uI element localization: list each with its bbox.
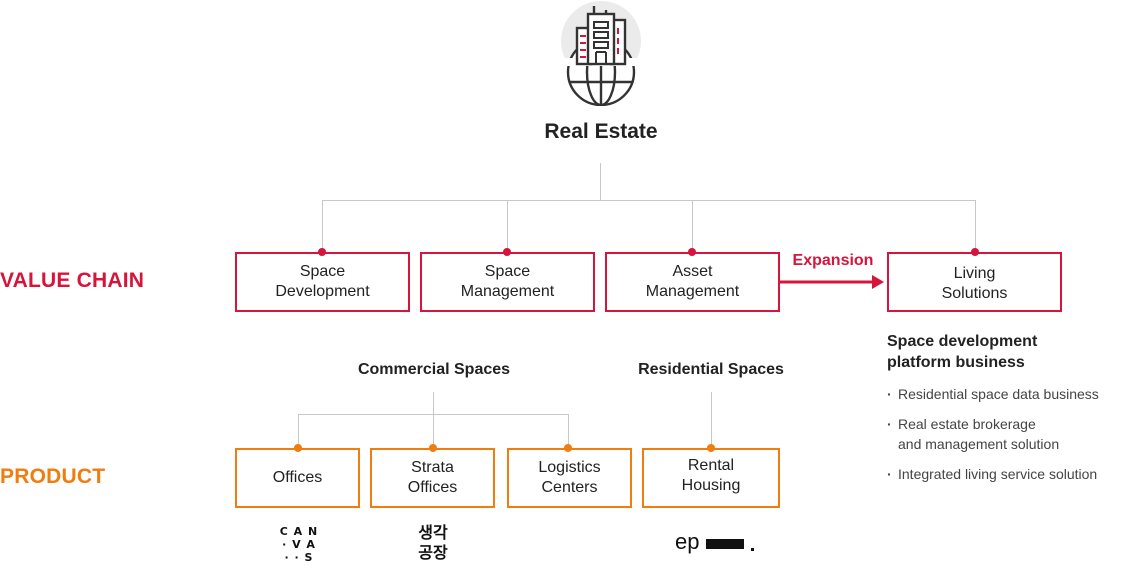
platform-item: Real estate brokerage and management sol…	[887, 414, 1099, 454]
real-estate-icon	[560, 0, 642, 107]
connector-offices	[298, 414, 299, 448]
dot-offices	[294, 444, 302, 452]
thinking-factory-logo: 생각 공장	[418, 523, 448, 562]
connector-strata-offices	[433, 414, 434, 448]
connector-space-management	[507, 200, 508, 252]
platform-item: Residential space data business	[887, 384, 1099, 404]
dot-asset-management	[688, 248, 696, 256]
connector-living-solutions	[975, 200, 976, 252]
expansion-label: Expansion	[792, 252, 874, 269]
dot-living-solutions	[971, 248, 979, 256]
connector-rental-housing	[711, 392, 712, 448]
connector-space-development	[322, 200, 323, 252]
root-title: Real Estate	[544, 120, 658, 143]
product-label: PRODUCT	[0, 465, 106, 488]
offices-box: Offices	[235, 448, 360, 508]
dot-logistics-centers	[564, 444, 572, 452]
rental-housing-box: Rental Housing	[642, 448, 780, 508]
ep-logo: ep	[675, 531, 755, 555]
platform-title: Space development platform business	[887, 333, 1038, 371]
root-connector	[600, 163, 601, 200]
living-solutions-box: Living Solutions	[887, 252, 1062, 312]
dot-space-development	[318, 248, 326, 256]
connector-asset-management	[692, 200, 693, 252]
expansion-arrow-icon	[780, 274, 886, 290]
logistics-centers-box: Logistics Centers	[507, 448, 632, 508]
residential-spaces-title: Residential Spaces	[638, 361, 784, 378]
connector-logistics-centers	[568, 414, 569, 448]
asset-management-box: Asset Management	[605, 252, 780, 312]
commercial-spaces-title: Commercial Spaces	[357, 361, 511, 378]
space-development-box: Space Development	[235, 252, 410, 312]
commercial-connector	[433, 392, 434, 414]
dot-space-management	[503, 248, 511, 256]
space-management-box: Space Management	[420, 252, 595, 312]
strata-offices-box: Strata Offices	[370, 448, 495, 508]
value-chain-bus	[322, 200, 975, 201]
canvas-logo: C A N · V A · · S	[279, 525, 319, 564]
platform-items-list: Residential space data business Real est…	[887, 384, 1099, 494]
dot-rental-housing	[707, 444, 715, 452]
platform-item: Integrated living service solution	[887, 464, 1099, 484]
value-chain-label: VALUE CHAIN	[0, 269, 145, 292]
dot-strata-offices	[429, 444, 437, 452]
